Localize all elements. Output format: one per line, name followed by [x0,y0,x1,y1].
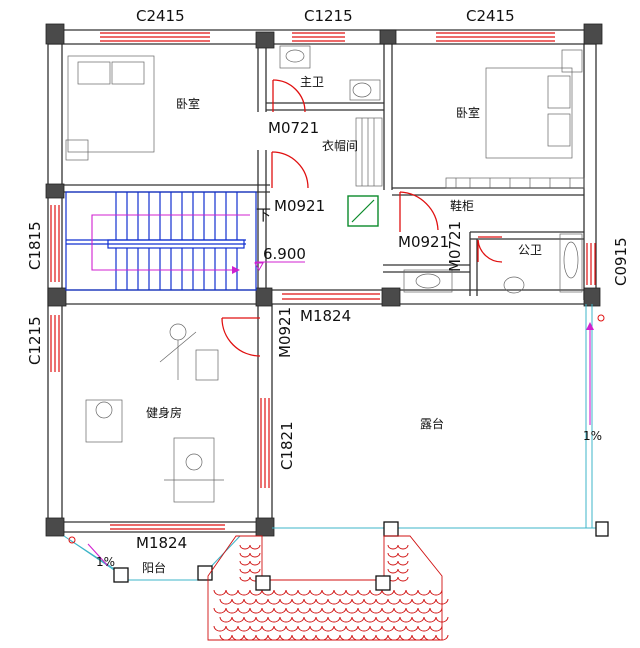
gym-equipment [85,323,224,503]
structural-columns [45,23,603,537]
door-label-public-bath: M0721 [446,221,464,272]
window-label-top-left: C2415 [136,7,185,25]
public-bath-fixtures [403,233,583,294]
room-label-gym: 健身房 [146,405,182,420]
master-bath-fixtures [279,45,381,101]
door-label-balcony: M1824 [136,534,187,552]
slope-label-terrace: 1% [583,429,602,443]
window-label-top-right: C2415 [466,7,515,25]
window-label-gym-right: C1821 [278,421,296,470]
stair-direction-label: 下 [256,206,271,224]
cloakroom-wardrobe [355,117,383,187]
door-label-gym: M0921 [276,307,294,358]
room-labels: 卧室 主卫 衣帽间 卧室 鞋柜 公卫 健身房 露台 阳台 [142,75,542,575]
balcony-post-right [197,565,213,581]
shoe-cabinet [445,177,585,189]
slope-labels: 1% 1% [96,429,602,569]
door-label-master-bath: M0721 [268,119,319,137]
door-label-terrace: M1824 [300,307,351,325]
staircase [65,191,257,291]
bed-right [485,49,583,159]
room-label-bedroom-left: 卧室 [176,96,200,111]
window-labels: C2415 C1215 C2415 C1815 C1215 C0915 C182… [26,7,630,470]
balcony-post-left [113,567,129,583]
terrace-post-left [383,521,399,537]
roof-post-right [375,575,391,591]
elevation-marker [254,261,305,272]
walls [47,29,597,533]
room-label-shoe-cabinet: 鞋柜 [450,198,474,213]
window-label-left-upper: C1815 [26,221,44,270]
windows [50,32,596,530]
bed-left [65,55,155,161]
window-label-left-lower: C1215 [26,316,44,365]
roof-post-left [255,575,271,591]
stair-direction-arrow [91,214,250,274]
terrace-post-right [595,521,609,537]
window-label-top-middle: C1215 [304,7,353,25]
room-label-public-bath: 公卫 [518,243,542,257]
elevation-label: 6.900 [263,245,306,263]
terrace-outline [272,304,605,529]
room-label-bedroom-right: 卧室 [456,105,480,120]
door-labels: M0721 M0921 M0921 M0721 M1824 M0921 M182… [136,119,464,552]
room-label-master-bath: 主卫 [300,75,324,89]
room-label-balcony: 阳台 [142,560,166,575]
slope-label-balcony: 1% [96,555,115,569]
door-label-cloakroom: M0921 [274,197,325,215]
roof-tiles [207,535,449,641]
doors [221,79,503,357]
door-label-right-bedroom: M0921 [398,233,449,251]
room-label-terrace: 露台 [420,416,444,431]
equipment-box [347,195,379,227]
window-label-right: C0915 [612,237,630,286]
room-label-cloakroom: 衣帽间 [322,138,358,153]
